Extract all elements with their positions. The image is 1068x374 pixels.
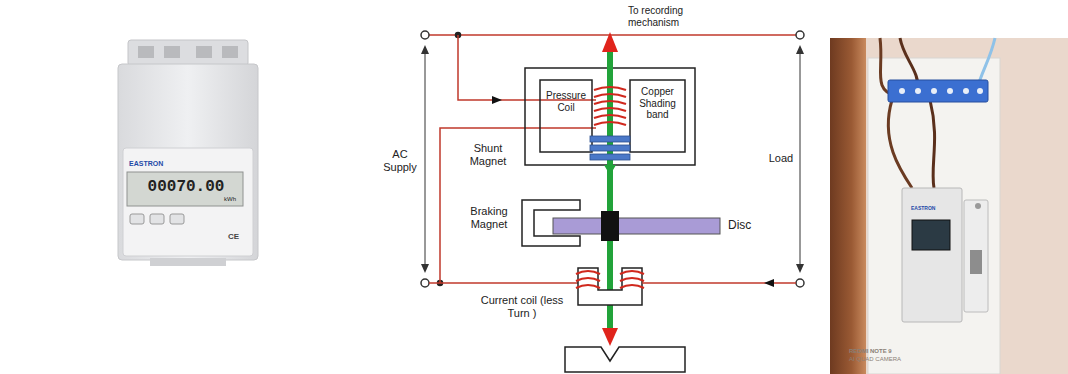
part-label: Disc (728, 219, 762, 233)
meter-reading: 00070.00 (134, 178, 238, 196)
part-label: Shunt Magnet (458, 142, 518, 167)
meter-unit: kWh (224, 196, 242, 203)
part-label: Copper Shading band (631, 86, 684, 121)
part-label: To recording mechanism (628, 5, 720, 28)
meter-brand: EASTRON (911, 206, 959, 212)
part-label: Load (765, 152, 797, 165)
meter-brand: EASTRON (129, 160, 189, 168)
part-label: Pressure Coil (541, 90, 591, 113)
part-label: AC Supply (379, 148, 421, 173)
watermark: REDMI NOTE 9 (849, 348, 939, 355)
part-label: Current coil (less Turn ) (474, 294, 570, 319)
part-label: Braking Magnet (458, 205, 520, 230)
meter-mark: CE (228, 232, 244, 241)
watermark: AI QUAD CAMERA (849, 356, 939, 363)
